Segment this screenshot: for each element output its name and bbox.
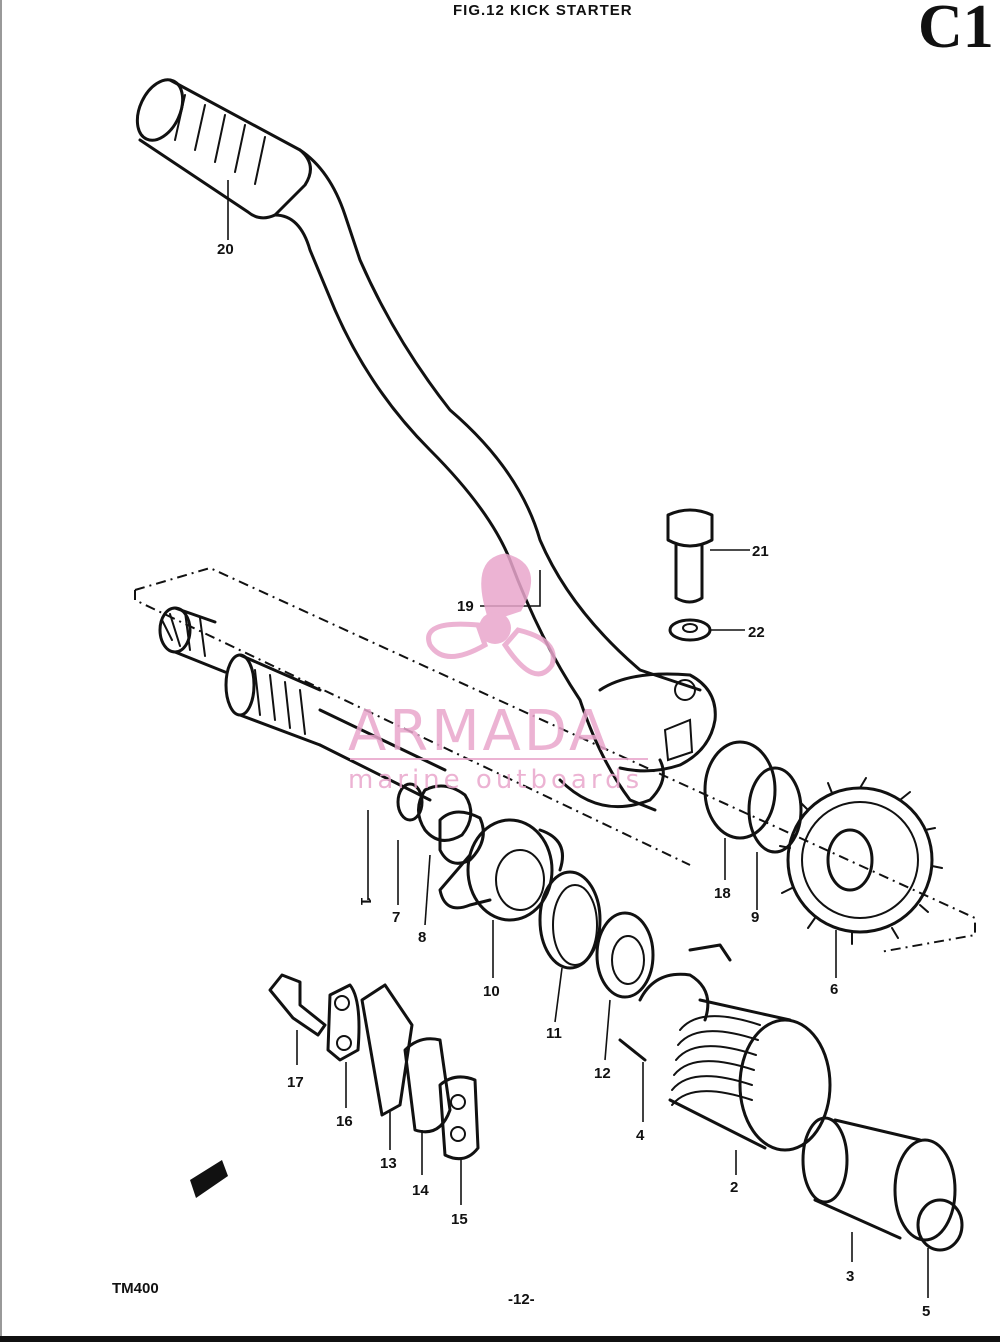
bolt-part <box>666 508 714 642</box>
part-label-1: 1 <box>357 897 374 905</box>
assembly-outline <box>134 566 976 953</box>
circlip-end-part <box>916 1198 964 1252</box>
spring-part <box>538 870 602 970</box>
cap-part <box>801 1116 957 1242</box>
part-label-2: 2 <box>730 1179 738 1196</box>
part-label-22: 22 <box>748 624 765 641</box>
part-label-20: 20 <box>217 241 234 258</box>
gear-part <box>779 777 943 945</box>
cover-plate-part <box>438 1075 480 1161</box>
circlip-part <box>417 784 473 842</box>
part-label-9: 9 <box>751 909 759 926</box>
guide-part <box>438 818 564 922</box>
gasket-part <box>403 1037 452 1134</box>
part-label-4: 4 <box>636 1127 645 1144</box>
part-label-3: 3 <box>846 1268 854 1285</box>
plate-bolt-part <box>268 973 327 1037</box>
direction-arrow-icon <box>190 1160 228 1198</box>
plate-part <box>326 983 361 1062</box>
part-label-10: 10 <box>483 983 500 1000</box>
model-code: TM400 <box>112 1280 159 1297</box>
assembly-outline-lower <box>134 590 691 866</box>
bottom-border <box>0 1336 1000 1342</box>
spacer-part <box>703 740 777 840</box>
page-number: -12- <box>508 1291 535 1308</box>
watermark-tagline: marine outboards <box>348 765 643 795</box>
armada-watermark-logo: ARMADA marine outboards <box>348 553 648 795</box>
washer-part <box>595 911 655 999</box>
section-code: C1 <box>918 0 994 61</box>
thrust-washer-part <box>747 766 803 854</box>
watermark-rule <box>350 758 648 760</box>
part-label-6: 6 <box>830 981 838 998</box>
left-edge <box>0 0 2 1342</box>
propeller-icon <box>426 553 556 677</box>
part-label-13: 13 <box>380 1155 397 1172</box>
part-label-7: 7 <box>392 909 400 926</box>
part-label-14: 14 <box>412 1182 429 1199</box>
part-label-17: 17 <box>287 1074 304 1091</box>
part-label-11: 11 <box>546 1025 562 1042</box>
part-label-21: 21 <box>752 543 769 560</box>
kick-lever-part <box>135 78 717 812</box>
part-label-16: 16 <box>336 1113 353 1130</box>
part-label-19: 19 <box>457 598 474 615</box>
leader-lines <box>227 180 929 1298</box>
part-label-5: 5 <box>922 1303 930 1320</box>
part-label-18: 18 <box>714 885 731 902</box>
part-label-8: 8 <box>418 929 426 946</box>
figure-title: FIG.12 KICK STARTER <box>453 2 633 19</box>
ring-part <box>438 810 485 865</box>
part-label-15: 15 <box>451 1211 468 1228</box>
part-label-12: 12 <box>594 1065 611 1082</box>
return-spring-part <box>668 998 832 1152</box>
watermark-brand: ARMADA <box>348 699 610 764</box>
kick-shaft-part <box>158 606 447 822</box>
